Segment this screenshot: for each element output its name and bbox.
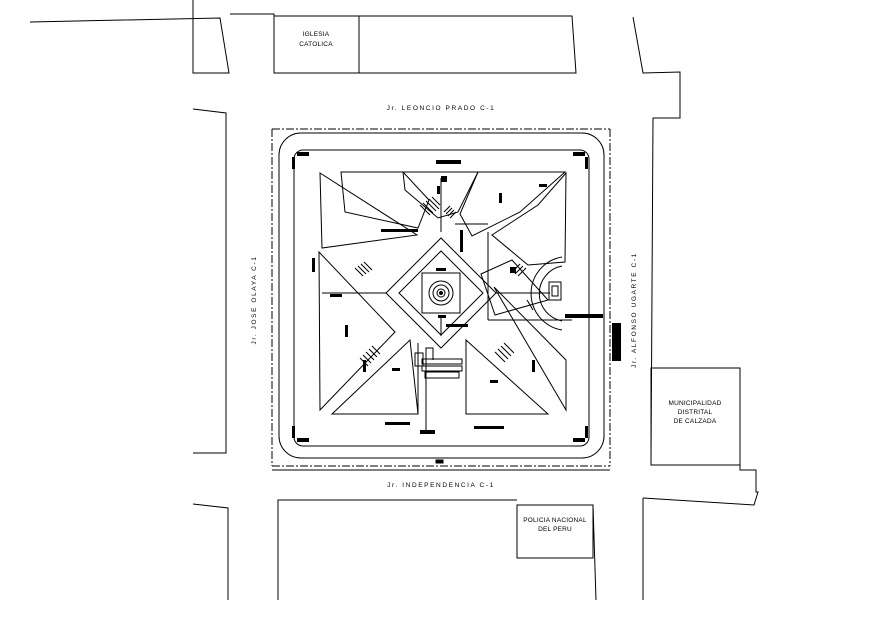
street-label-east: Jr. ALFONSO UGARTE C-1 — [631, 252, 638, 368]
garden-bed — [459, 171, 567, 237]
block-northwest — [29, 0, 230, 74]
garden-bed — [340, 171, 430, 229]
garden-bed — [330, 338, 419, 415]
building-labels: IGLESIA CATOLICA MUNICIPALIDAD DISTRITAL… — [299, 31, 721, 533]
garden-bed — [480, 259, 549, 316]
block-east-lower — [642, 368, 759, 506]
city-blocks — [29, 0, 759, 601]
garden-bed — [319, 172, 419, 249]
stairs — [354, 196, 527, 367]
church-label-line2: CATOLICA — [299, 41, 333, 48]
municipality-label-line1: MUNICIPALIDAD — [668, 400, 721, 407]
block-west — [192, 108, 227, 454]
garden-bed — [465, 338, 550, 415]
street-label-south: Jr. INDEPENDENCIA C-1 — [387, 482, 495, 489]
municipality-label-line2: DISTRITAL — [678, 409, 713, 416]
street-label-north: Jr. LEONCIO PRADO C-1 — [387, 105, 496, 112]
block-south-middle — [277, 499, 517, 600]
plaza-inner-walkway — [293, 149, 590, 447]
street-labels: Jr. LEONCIO PRADO C-1 Jr. INDEPENDENCIA … — [251, 105, 638, 489]
garden-bed — [491, 171, 567, 266]
garden-bed — [402, 171, 479, 219]
police-building — [516, 504, 594, 559]
police-label-line1: POLICIA NACIONAL — [523, 517, 587, 524]
block-north-right — [359, 15, 577, 74]
plaza — [271, 128, 611, 471]
block-south-right — [592, 504, 597, 601]
block-north-left — [230, 13, 275, 73]
garden-bed — [318, 250, 396, 412]
block-northeast — [632, 16, 681, 461]
plaza-outer-boundary — [278, 132, 605, 459]
street-label-west: Jr. JOSE OLAYA C-1 — [251, 256, 258, 345]
solid-marks — [292, 152, 621, 442]
block-southwest — [192, 503, 229, 600]
municipality-building — [650, 367, 741, 466]
church-building — [273, 15, 360, 74]
municipality-label-line3: DE CALZADA — [674, 418, 717, 425]
garden-bed — [493, 286, 567, 412]
path-details — [322, 178, 572, 430]
police-label-line2: DEL PERU — [538, 526, 572, 533]
church-label-line1: IGLESIA — [303, 31, 330, 38]
